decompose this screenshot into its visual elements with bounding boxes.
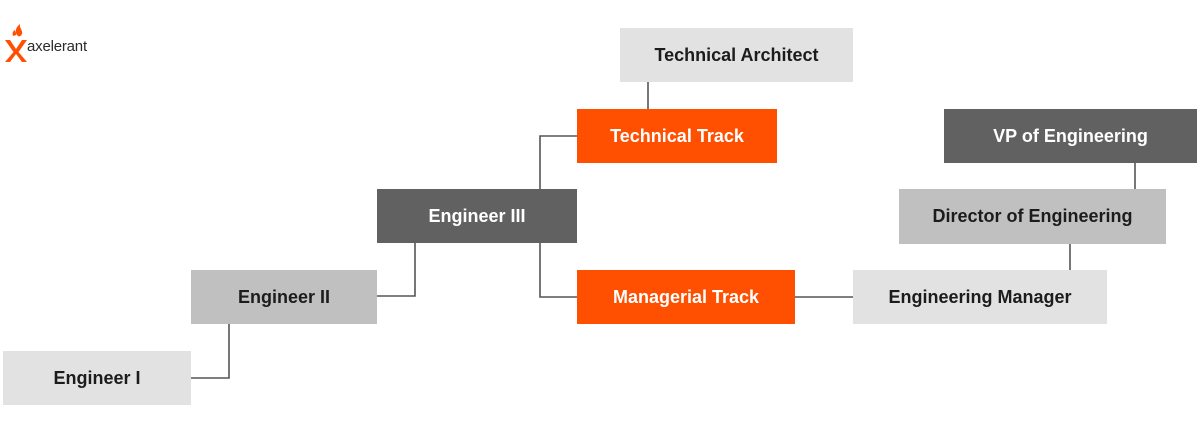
node-engineer-2: Engineer II xyxy=(191,270,377,324)
node-engineer-1: Engineer I xyxy=(3,351,191,405)
brand-name: axelerant xyxy=(27,38,87,55)
node-managerial-track: Managerial Track xyxy=(577,270,795,324)
node-vp-of-engineering: VP of Engineering xyxy=(944,109,1197,163)
node-technical-architect: Technical Architect xyxy=(620,28,853,82)
node-engineering-manager: Engineering Manager xyxy=(853,270,1107,324)
axelerant-logo-icon xyxy=(5,24,27,62)
node-engineer-3: Engineer III xyxy=(377,189,577,243)
node-director-of-engineering: Director of Engineering xyxy=(899,189,1166,244)
node-technical-track: Technical Track xyxy=(577,109,777,163)
